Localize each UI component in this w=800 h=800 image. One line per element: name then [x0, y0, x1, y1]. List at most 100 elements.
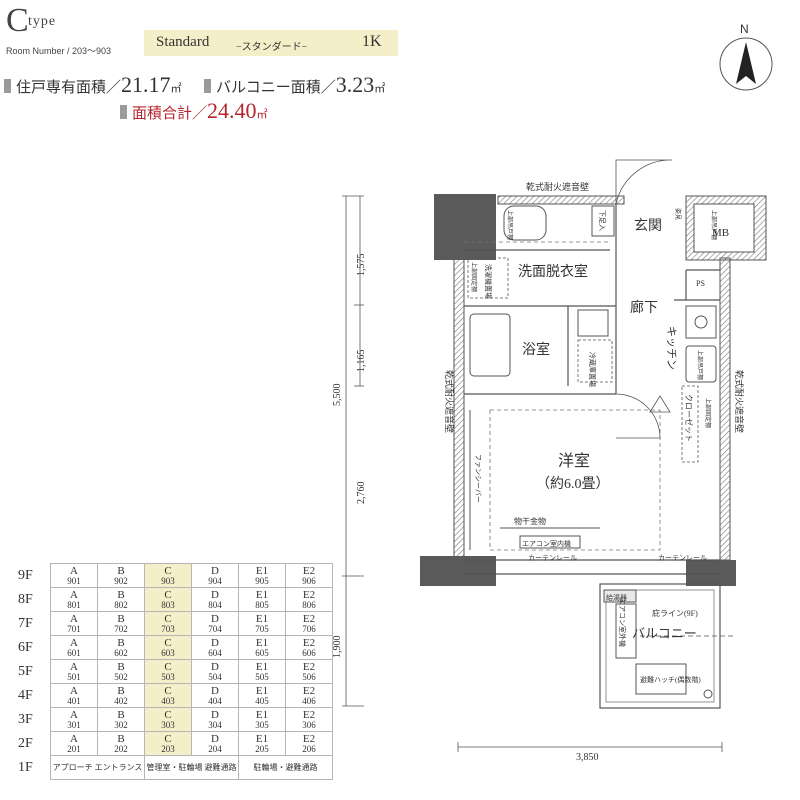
unit-type: C — [164, 588, 172, 601]
unit-number: 806 — [302, 599, 316, 610]
unit-number: 606 — [302, 647, 316, 658]
column-bottom-right — [686, 560, 736, 586]
unit-type: E2 — [302, 732, 316, 745]
type-letter: C — [6, 2, 29, 39]
wash-room-label: 洗面脱衣室 — [518, 263, 588, 280]
unit-type: C — [164, 660, 172, 673]
fridge-space — [577, 339, 613, 383]
unit-type: E1 — [255, 612, 269, 625]
unit-type: E2 — [302, 612, 316, 625]
private-area-unit: ㎡ — [170, 83, 182, 95]
unit-type: D — [211, 588, 219, 601]
ps-label: PS — [696, 279, 705, 288]
total-area-label: 面積合計／ — [132, 106, 208, 122]
unit-type: A — [70, 636, 78, 649]
unit-type: E1 — [255, 684, 269, 697]
ground-cell: 管理室・駐輪場 避難通路 — [144, 755, 239, 780]
unit-type: C — [164, 732, 172, 745]
eave-line-label: 庇ライン(9F) — [652, 608, 698, 618]
unit-number: 505 — [255, 671, 269, 682]
right-wall — [719, 257, 731, 561]
unit-number: 305 — [255, 719, 269, 730]
unit-type: E1 — [255, 636, 269, 649]
unit-type: B — [117, 684, 125, 697]
unit-type: B — [117, 612, 125, 625]
unit-number: 902 — [114, 575, 128, 586]
unit-type: E2 — [302, 708, 316, 721]
unit-number: 301 — [67, 719, 81, 730]
drain-icon — [703, 689, 713, 699]
unit-type: A — [70, 588, 78, 601]
closet-label: クローゼット — [684, 394, 694, 442]
layout-type: 1K — [362, 33, 382, 50]
unit-number: 703 — [161, 623, 175, 634]
ground-cell: アプローチ エントランス — [50, 755, 145, 780]
unit-number: 802 — [114, 599, 128, 610]
unit-type: E2 — [302, 660, 316, 673]
bathtub — [469, 313, 511, 377]
unit-number: 206 — [302, 743, 316, 754]
right-wall-label: 乾式耐火遮音壁 — [734, 370, 745, 433]
upper-cabinet-2-label: 上部吊戸棚 — [696, 350, 704, 380]
floor-label: 3F — [18, 711, 33, 727]
room-door — [615, 393, 661, 439]
unit-type: B — [117, 708, 125, 721]
unit-type: E2 — [302, 636, 316, 649]
ac-indoor-label: エアコン室内機 — [522, 539, 571, 548]
dim-2760: 2,760 — [356, 482, 367, 505]
bullet-square-icon — [120, 105, 127, 119]
unit-type: E2 — [302, 684, 316, 697]
bullet-square-icon — [4, 79, 11, 93]
unit-type: D — [211, 708, 219, 721]
shoebox-label: 下足入 — [598, 210, 606, 231]
unit-number: 706 — [302, 623, 316, 634]
triangle-marker-icon — [649, 395, 671, 413]
unit-type: E2 — [302, 588, 316, 601]
unit-number: 304 — [208, 719, 222, 730]
curtain-rail-2-label: カーテンレール — [658, 554, 707, 562]
unit-type: D — [211, 660, 219, 673]
mb-label: MB — [712, 227, 729, 239]
total-area-value: 24.40 — [207, 98, 257, 123]
floor-label: 2F — [18, 735, 33, 751]
unit-type: D — [211, 732, 219, 745]
balcony-label: バルコニー — [632, 626, 697, 641]
unit-type: E1 — [255, 564, 269, 577]
balcony-area-value: 3.23 — [335, 72, 375, 97]
western-size-label: （約6.0畳） — [536, 476, 610, 492]
closet-box — [681, 385, 699, 463]
top-wall-label: 乾式耐火遮音壁 — [526, 181, 589, 192]
unit-number: 401 — [67, 695, 81, 706]
ground-cell: 駐輪場・避難通路 — [238, 755, 333, 780]
unit-type: D — [211, 612, 219, 625]
type-word: type — [28, 14, 57, 29]
unit-number: 306 — [302, 719, 316, 730]
ac-outdoor-label: エアコン室外機 — [618, 598, 627, 647]
escape-hatch-label: 避難ハッチ(偶数階) — [640, 675, 701, 684]
mb-box — [693, 203, 755, 253]
